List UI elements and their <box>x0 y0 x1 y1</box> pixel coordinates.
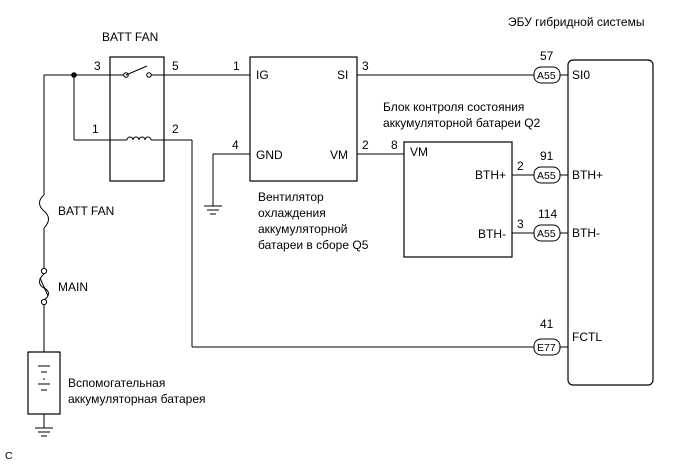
relay-label: BATT FAN <box>102 30 158 44</box>
relay-pin-5: 5 <box>172 59 179 73</box>
fan-pin-gnd-number: 4 <box>232 138 239 152</box>
connector-badge <box>533 166 561 184</box>
ecu-connector-code: A55 <box>537 70 556 82</box>
monitor-pin-vm: VM <box>410 145 428 159</box>
aux-battery-box <box>27 351 61 415</box>
fan-pin-si: SI <box>337 68 348 82</box>
main-fuse-label: MAIN <box>58 280 88 294</box>
aux-battery-caption-line-1: Вспомогательная <box>68 376 165 390</box>
ecu-pin-number: 91 <box>540 149 554 163</box>
fan-pin-vm-number: 2 <box>362 138 369 152</box>
monitor-box <box>403 141 513 258</box>
monitor-pin-bthp: BTH+ <box>475 168 506 182</box>
fan-pin-si-number: 3 <box>362 59 369 73</box>
aux-battery: Вспомогательная аккумуляторная батарея <box>27 351 206 437</box>
monitor-pin-bthm: BTH- <box>478 227 506 241</box>
ecu-signal-name: BTH- <box>572 226 600 240</box>
fan-pin-vm: VM <box>330 148 348 162</box>
junction-dot <box>71 72 77 78</box>
batt-fan-fuse-label: BATT FAN <box>58 204 114 218</box>
connector-badge <box>533 338 561 356</box>
fan-caption-line-4: батареи в сборе Q5 <box>258 238 369 252</box>
aux-battery-caption-line-2: аккумуляторная батарея <box>68 392 206 406</box>
batt-fan-fuse-icon <box>39 194 49 229</box>
main-fuse: MAIN <box>39 267 88 306</box>
battery-cooling-fan: 1 IG 3 SI 4 GND 2 VM Вентилятор охлажден… <box>232 56 369 252</box>
connector-badge <box>533 224 561 242</box>
hybrid-ecu: ЭБУ гибридной системы 57 A55 SI0 91 A55 … <box>508 15 654 386</box>
ecu-pin-number: 41 <box>540 317 554 331</box>
fan-pin-ig: IG <box>256 68 269 82</box>
wires <box>43 74 568 352</box>
relay-box <box>109 56 165 182</box>
ecu-signal-name: FCTL <box>572 330 602 344</box>
monitor-caption-line-2: аккумуляторной батареи Q2 <box>383 116 541 130</box>
batt-fan-relay: BATT FAN 3 5 1 2 <box>92 30 179 182</box>
fan-caption-line-3: аккумуляторной <box>258 222 348 236</box>
fan-pin-gnd: GND <box>256 148 283 162</box>
ecu-connector-code: A55 <box>537 228 556 240</box>
ecu-connector-code: E77 <box>537 342 556 354</box>
fan-caption-line-1: Вентилятор <box>258 190 324 204</box>
fan-pin-ig-number: 1 <box>233 59 240 73</box>
ecu-connector-code: A55 <box>537 170 556 182</box>
monitor-caption-line-1: Блок контроля состояния <box>383 100 524 114</box>
monitor-pin-bthm-number: 3 <box>517 217 524 231</box>
ecu-signal-name: BTH+ <box>572 168 603 182</box>
ecu-pin-number: 114 <box>538 207 557 221</box>
monitor-pin-vm-number: 8 <box>391 138 398 152</box>
fan-box <box>249 56 358 182</box>
fan-caption-line-2: охлаждения <box>258 206 326 220</box>
ecu-box <box>567 59 654 386</box>
relay-switch-blade <box>125 65 148 76</box>
relay-pin-3: 3 <box>94 59 101 73</box>
figure-code: C <box>5 450 13 462</box>
relay-pin-2: 2 <box>172 122 179 136</box>
connector-badge <box>533 66 561 84</box>
relay-pin-1: 1 <box>92 122 99 136</box>
ecu-title: ЭБУ гибридной системы <box>508 15 644 29</box>
battery-ground-icon <box>35 427 53 437</box>
ecu-pin-number: 57 <box>540 49 554 63</box>
battery-monitor-unit: Блок контроля состояния аккумуляторной б… <box>383 100 541 258</box>
ecu-signal-name: SI0 <box>572 68 590 82</box>
relay-coil-icon <box>126 136 152 141</box>
fan-ground-icon <box>204 205 222 215</box>
batt-fan-fuse: BATT FAN <box>39 194 114 229</box>
monitor-pin-bthp-number: 2 <box>517 159 524 173</box>
battery-icon <box>38 365 50 391</box>
